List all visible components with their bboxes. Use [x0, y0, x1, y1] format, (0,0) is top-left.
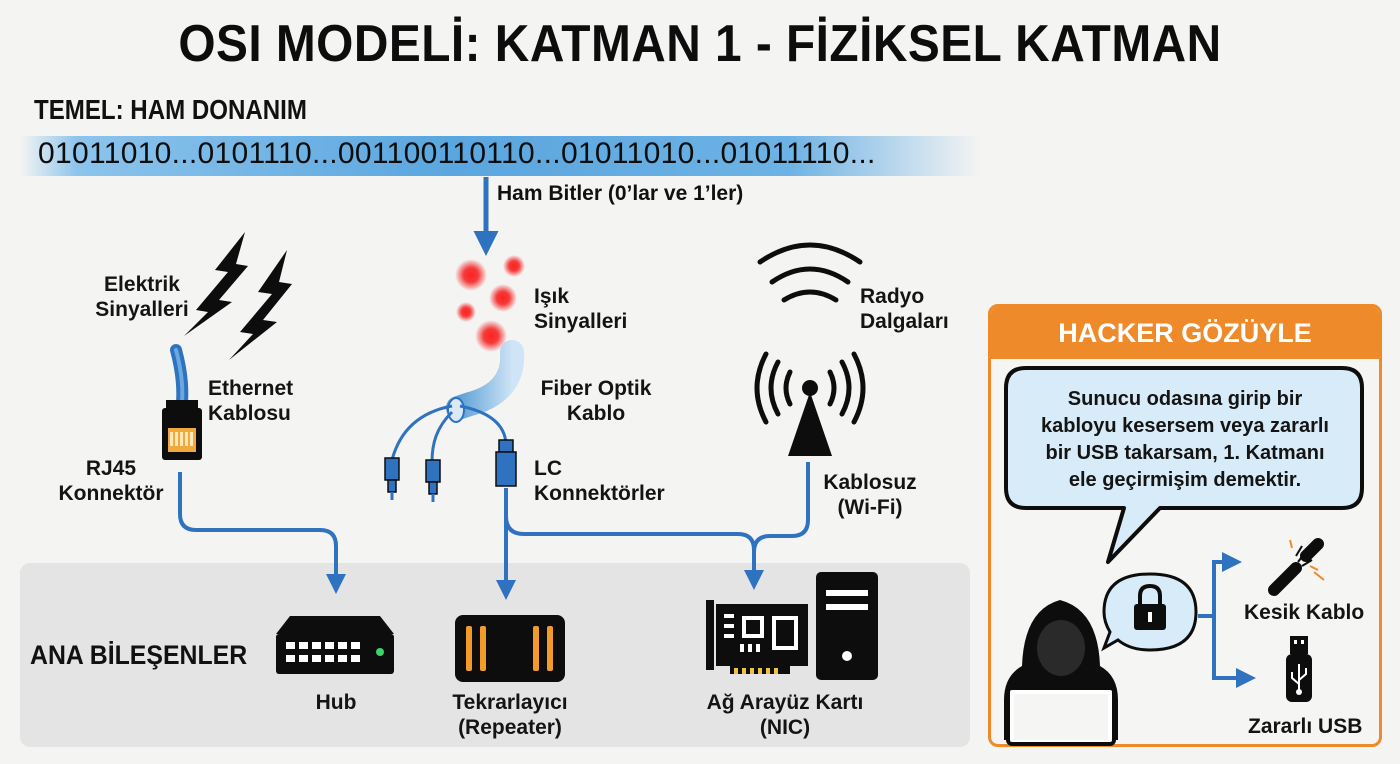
lightning-icon	[184, 232, 292, 360]
malicious-usb-label: Zararlı USB	[1248, 715, 1363, 738]
repeater-label: Tekrarlayıcı(Repeater)	[452, 691, 568, 739]
cut-cable-label: Kesik Kablo	[1244, 601, 1365, 624]
nic-label: Ağ Arayüz Kartı(NIC)	[706, 691, 864, 739]
hub-label: Hub	[315, 691, 357, 714]
lock-icon	[1101, 572, 1198, 652]
light-dots-icon	[455, 255, 525, 352]
hacker-quote: Sunucu odasına girip bir kabloyu keserse…	[1041, 388, 1329, 491]
computer-tower-icon	[816, 572, 878, 680]
components-title: ANA BİLEŞENLER	[30, 640, 248, 670]
page-title: OSI MODELİ: KATMAN 1 - FİZİKSEL KATMAN	[178, 15, 1222, 73]
flow-lines	[178, 462, 810, 600]
wireless-label: Kablosuz(Wi-Fi)	[823, 471, 917, 519]
foundation-label: TEMEL: HAM DONANIM	[34, 94, 307, 125]
radio-waves-icon	[757, 242, 863, 303]
bits-caption: Ham Bitler (0’lar ve 1’ler)	[497, 182, 744, 205]
hacker-branch-arrows	[1198, 552, 1256, 688]
cut-cable-icon	[1268, 538, 1325, 596]
hacker-panel-title: HACKER GÖZÜYLE	[991, 307, 1379, 359]
speech-bubble	[1004, 366, 1364, 564]
fiber-optic-icon	[384, 340, 525, 502]
hub-icon	[276, 616, 394, 674]
nic-card-icon	[706, 600, 808, 674]
hacker-figure-icon	[1004, 600, 1118, 746]
wifi-antenna-icon	[754, 351, 866, 456]
raw-bits: 01011010...0101110...001100110110...0101…	[38, 137, 876, 170]
bits-bar	[20, 136, 980, 176]
repeater-icon	[455, 615, 565, 682]
usb-stick-icon	[1286, 636, 1312, 702]
ethernet-cable-icon	[162, 344, 202, 460]
